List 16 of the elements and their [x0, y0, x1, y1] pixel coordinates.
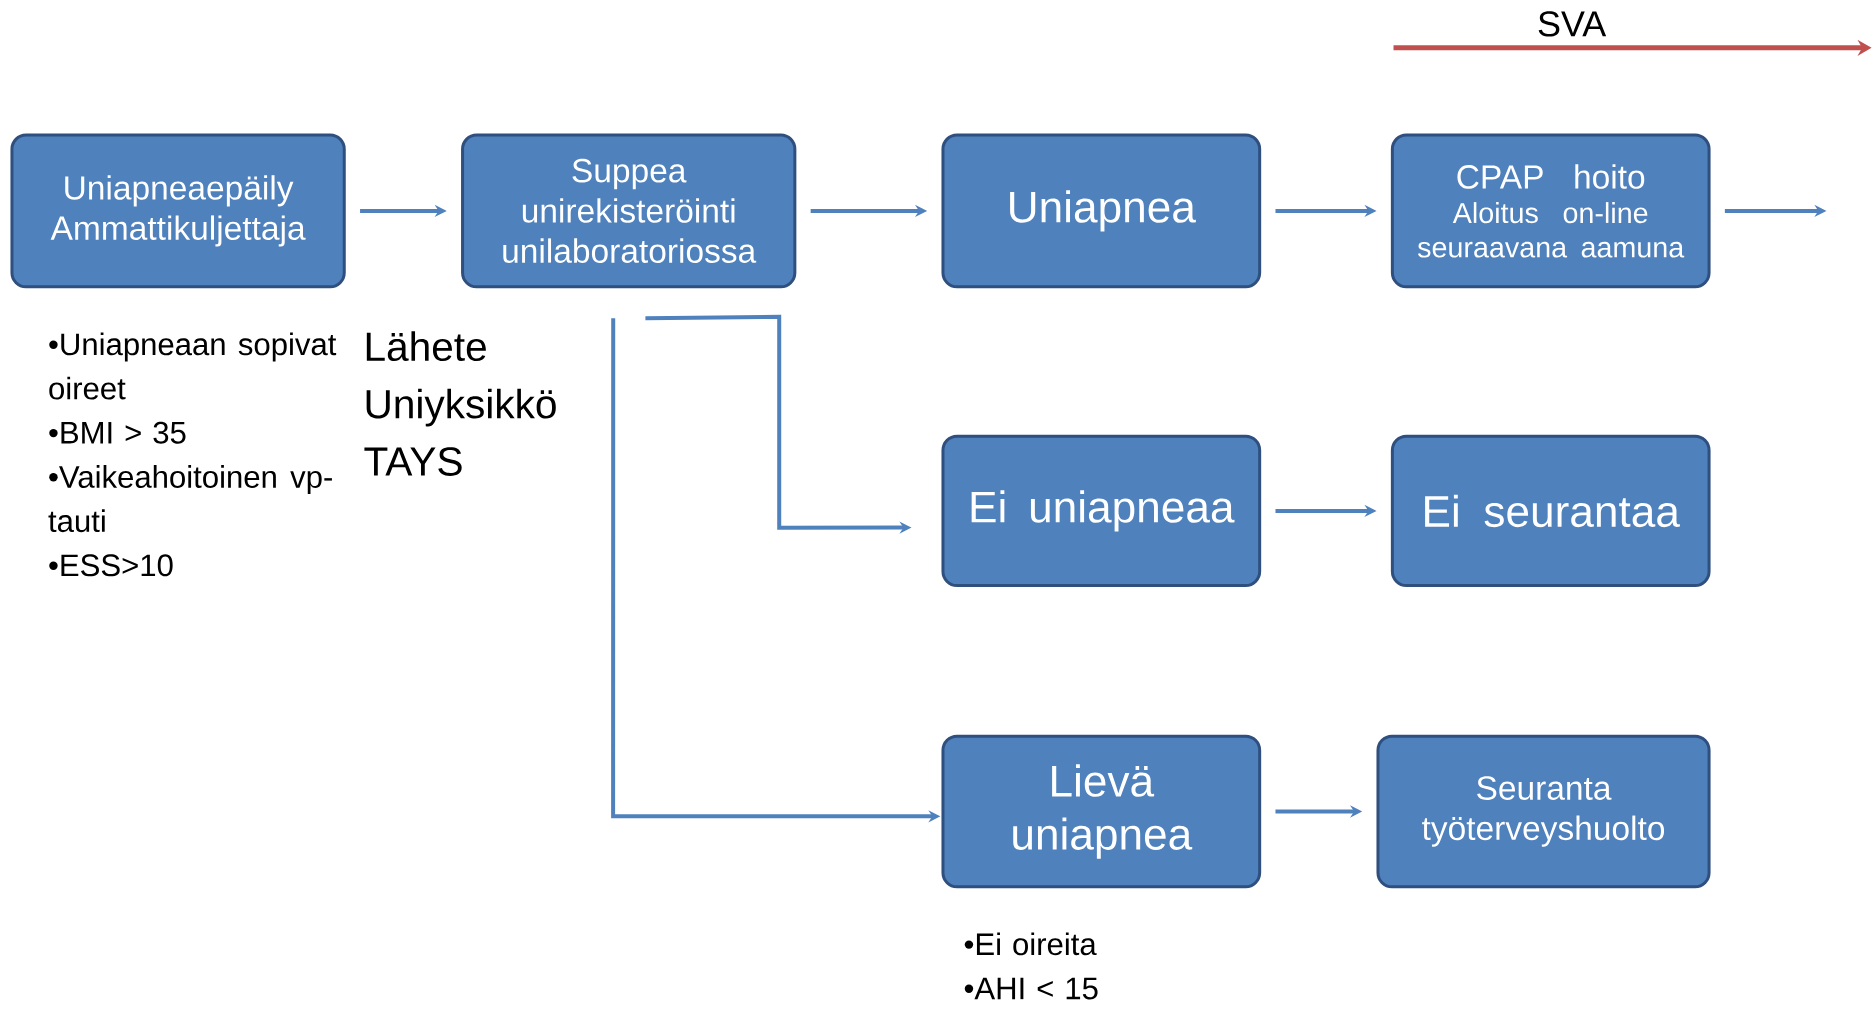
- bullet-item: •ESS>10: [49, 554, 173, 577]
- bullet-item: •BMI > 35: [49, 421, 186, 444]
- process-box: Uniapneaepäily Ammattikuljettaja: [10, 133, 346, 289]
- process-box: Suppea unirekisteröinti unilaboratoriossa: [461, 133, 797, 289]
- bullet-item: •Ei oireita: [964, 932, 1097, 956]
- process-box: Lievä uniapnea: [941, 734, 1262, 889]
- bullet-item: •Uniapneaan sopivat oireet: [49, 332, 337, 400]
- process-box: Seuranta työterveyshuolto: [1376, 734, 1711, 889]
- process-box: Ei seurantaa: [1390, 434, 1711, 588]
- process-box: Ei uniapneaa: [941, 434, 1262, 588]
- referral-note: Lähete Uniyksikkö TAYS: [364, 331, 556, 476]
- timeline-label: SVA: [1538, 11, 1607, 37]
- process-box: Uniapnea: [941, 133, 1262, 289]
- bullet-item: •Vaikeahoitoinen vp-tauti: [48, 465, 332, 533]
- bullet-item: •AHI < 15: [964, 977, 1098, 1000]
- process-box: CPAP hoito Aloitus on-line seuraavana aamuna: [1390, 133, 1711, 289]
